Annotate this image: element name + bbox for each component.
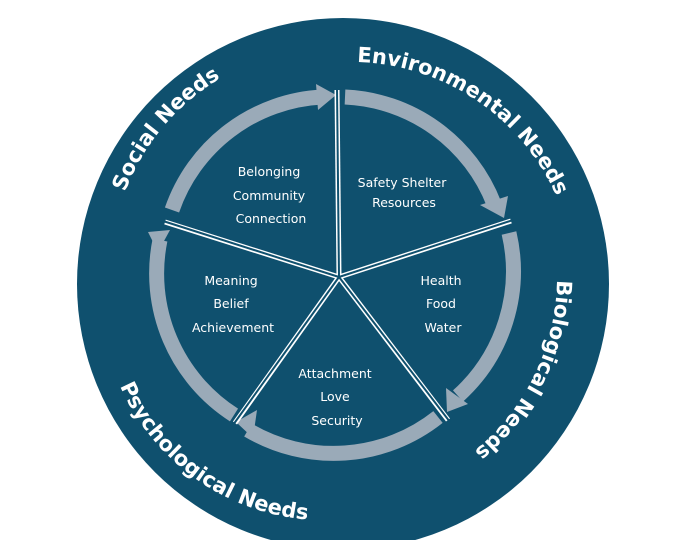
segment-meaning-text: Meaning Belief Achievement	[192, 273, 274, 335]
arrow-arc-meaning	[149, 238, 239, 422]
arrow-head-meaning	[148, 230, 170, 252]
arrow-head-biological	[446, 388, 468, 412]
segment-attachment-text: Attachment Love Security	[298, 366, 375, 428]
segment-biological-text: Health Food Water	[420, 273, 465, 335]
arrow-arc-attachment	[244, 411, 443, 461]
segment-social-text: Belonging Community Connection	[233, 164, 309, 226]
arrow-arc-environmental	[344, 89, 501, 207]
segment-environmental-text: Safety Shelter Resources	[358, 175, 451, 210]
arrow-arc-biological	[452, 231, 521, 402]
arrow-head-social	[316, 84, 336, 110]
arrow-head-attachment	[236, 410, 257, 438]
arrow-arc-social	[164, 89, 323, 213]
cycle-arrows	[149, 89, 521, 461]
arrow-head-environmental	[480, 196, 508, 218]
